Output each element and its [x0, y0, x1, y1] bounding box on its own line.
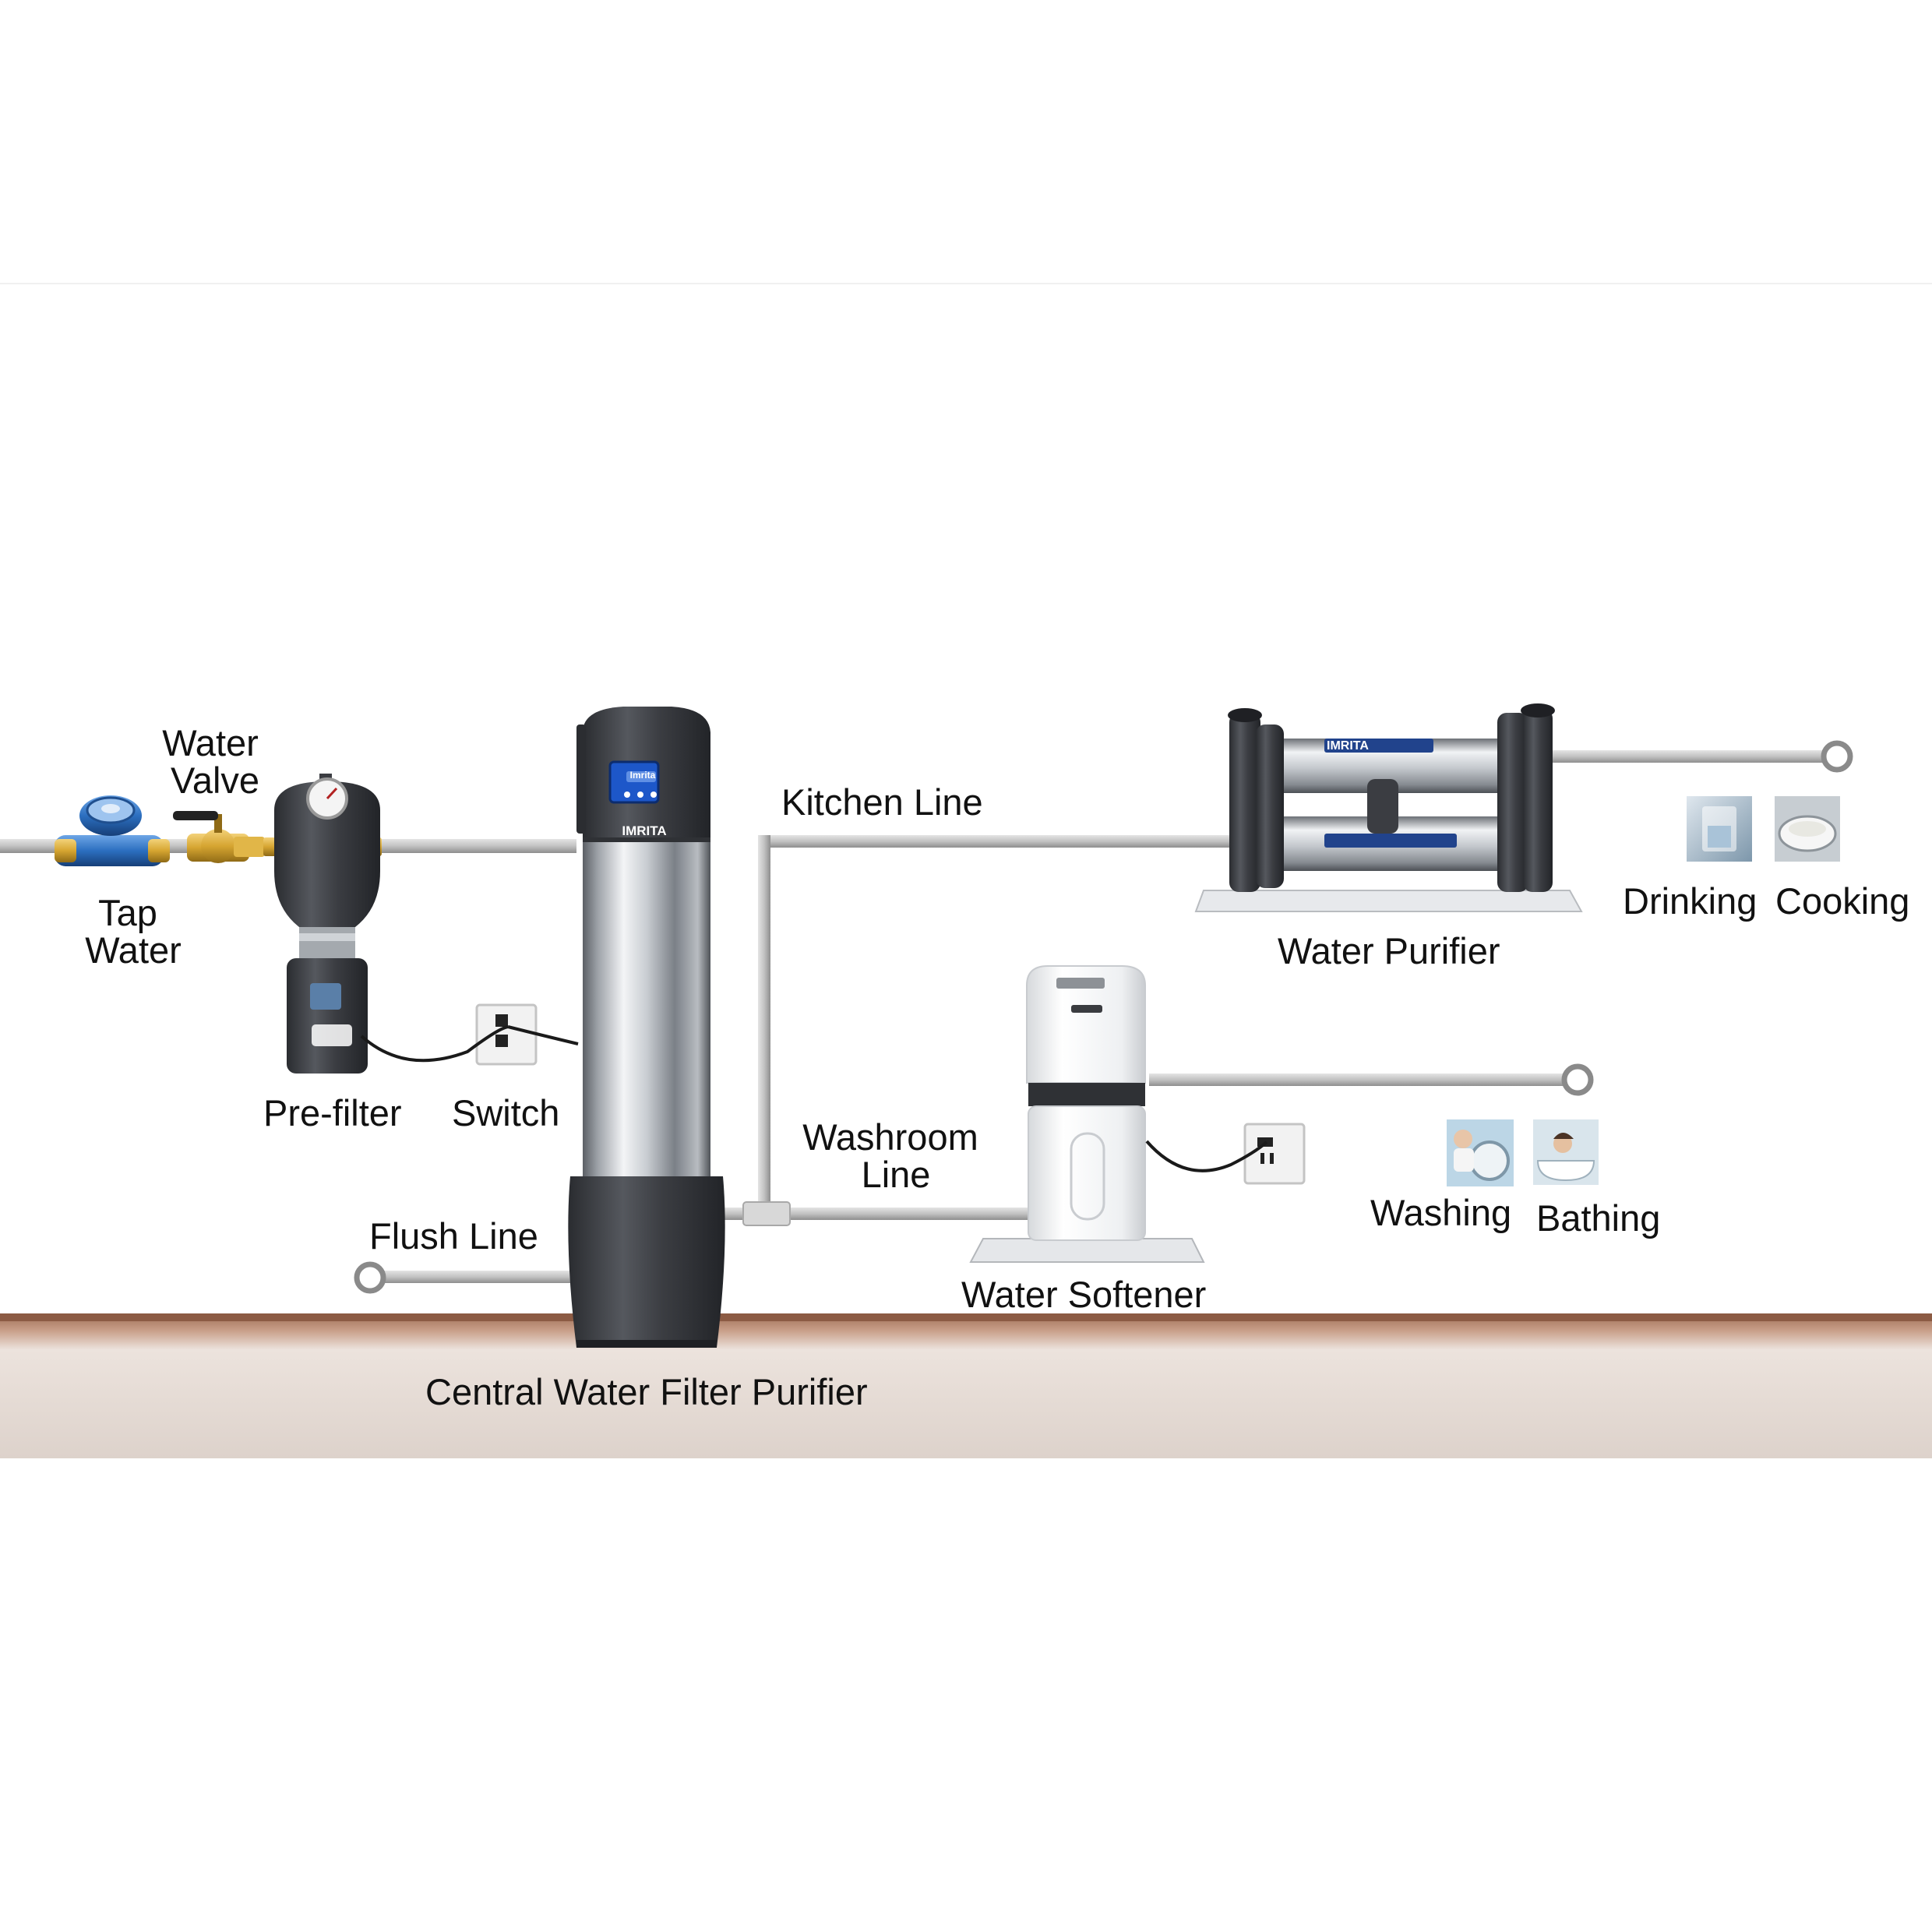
tap-water-label-line1: Tap [98, 892, 157, 933]
switch-label: Switch [452, 1092, 560, 1133]
water-purifier-logo: IMRITA [1327, 739, 1369, 753]
water-purifier-icon [1194, 703, 1583, 912]
washroom-line-label-line2: Line [861, 1154, 931, 1195]
drinking-icon [1687, 796, 1752, 862]
flush-line-label: Flush Line [369, 1215, 538, 1257]
washing-label: Washing [1370, 1192, 1512, 1233]
central-filter-logo: IMRITA [622, 823, 666, 838]
tap-water-label-line2: Water [85, 929, 182, 971]
kitchen-line-pipe [763, 835, 1231, 848]
pipes [0, 750, 1835, 1283]
bathing-label: Bathing [1536, 1197, 1661, 1239]
brass-valve-icon [173, 811, 265, 863]
softener-outlet-pipe [1149, 1074, 1574, 1086]
central-filter-icon [568, 707, 725, 1348]
central-filter-label: Central Water Filter Purifier [425, 1371, 868, 1412]
tee-fitting [742, 1201, 791, 1226]
water-softener-label: Water Softener [961, 1274, 1207, 1315]
water-valve-label-line1: Water [162, 722, 259, 763]
water-valve-label-line2: Valve [170, 760, 260, 801]
washroom-line-label-line1: Washroom [802, 1116, 978, 1158]
pre-filter-label: Pre-filter [263, 1092, 402, 1133]
cooking-label: Cooking [1775, 880, 1910, 922]
pipe-outlet-icon [354, 740, 1853, 1294]
wall-socket-icon [1145, 1123, 1306, 1185]
flush-line-pipe [370, 1271, 576, 1283]
central-filter-screen-logo: Imrita [630, 770, 656, 781]
water-purifier-label: Water Purifier [1278, 930, 1500, 971]
wall-switch-icon [360, 1003, 579, 1066]
water-meter-icon [55, 795, 170, 866]
prefilter-icon [263, 774, 382, 1074]
cooking-icon [1775, 796, 1840, 862]
water-softener-icon [969, 965, 1205, 1263]
floor [0, 1313, 1932, 1458]
washing-icon [1447, 1119, 1514, 1186]
purifier-outlet-pipe [1542, 750, 1835, 763]
riser-pipe [758, 835, 770, 1217]
kitchen-line-label: Kitchen Line [781, 781, 983, 823]
bathing-icon [1533, 1119, 1599, 1185]
drinking-label: Drinking [1623, 880, 1757, 922]
